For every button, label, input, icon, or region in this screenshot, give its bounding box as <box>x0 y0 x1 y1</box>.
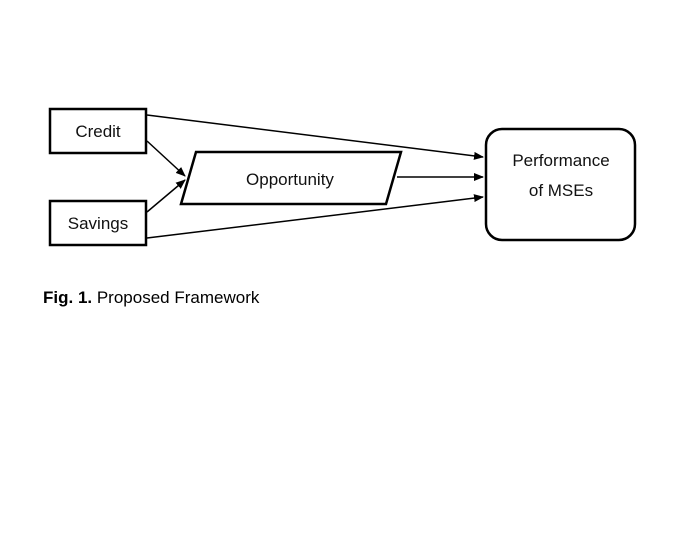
node-performance-label-line2: of MSEs <box>529 181 593 200</box>
node-credit-label: Credit <box>75 122 121 141</box>
edge-savings-to-opportunity <box>146 179 186 213</box>
node-performance-of-mses: Performance of MSEs <box>484 127 637 242</box>
edge-credit-to-performance <box>146 114 484 160</box>
node-credit: Credit <box>48 107 148 155</box>
node-opportunity: Opportunity <box>179 150 403 206</box>
node-opportunity-label: Opportunity <box>246 170 334 189</box>
edge-credit-to-opportunity <box>146 140 186 177</box>
edge-savings-to-performance <box>146 194 484 239</box>
node-performance-label-line1: Performance <box>512 151 609 170</box>
figure-caption-label: Fig. 1. <box>43 288 93 307</box>
figure-caption: Fig. 1. Proposed Framework <box>43 288 259 308</box>
node-savings-label: Savings <box>68 214 128 233</box>
node-savings: Savings <box>48 199 148 247</box>
figure-caption-text: Proposed Framework <box>92 288 260 307</box>
